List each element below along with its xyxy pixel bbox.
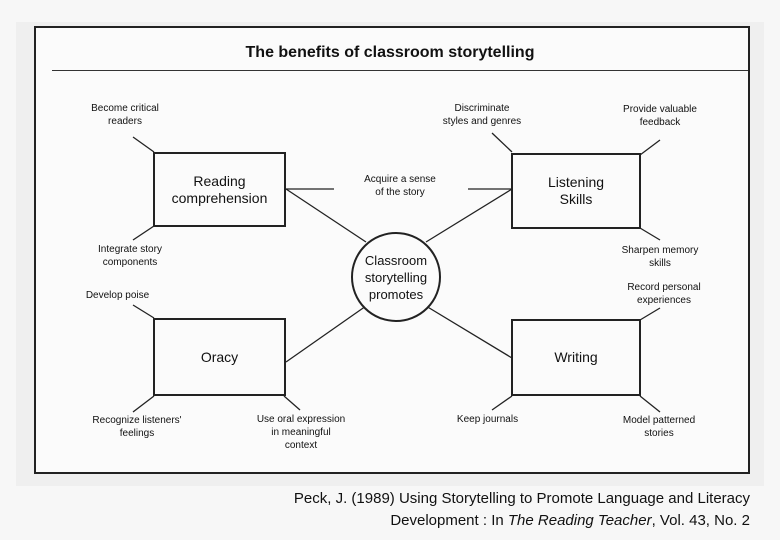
label-discriminate: Discriminate styles and genres — [442, 103, 522, 127]
connector-recognize-listeners — [132, 395, 155, 413]
citation-suffix: , Vol. 43, No. 2 — [651, 512, 750, 529]
citation-caption: Peck, J. (1989) Using Storytelling to Pr… — [294, 488, 750, 532]
connector-discriminate — [491, 132, 513, 153]
box-oracy: Oracy — [153, 318, 286, 396]
citation-line-1: Peck, J. (1989) Using Storytelling to Pr… — [293, 490, 750, 507]
connector-writing-center — [425, 305, 513, 359]
box-reading-label: Reading comprehension — [171, 172, 268, 206]
label-recognize-listeners: Recognize listeners' feelings — [92, 415, 182, 439]
label-sharpen-memory: Sharpen memory skills — [621, 245, 699, 269]
label-critical-readers: Become critical readers — [91, 103, 159, 127]
box-listening-label: Listening Skills — [547, 174, 605, 207]
connector-model-stories — [639, 395, 661, 413]
citation-prefix: Development : In — [390, 512, 508, 529]
connector-integrate-story — [132, 225, 155, 241]
label-oral-expression: Use oral expression in meaningful contex… — [256, 414, 346, 451]
label-acquire-sense: Acquire a sense of the story — [364, 174, 436, 198]
connector-feedback — [639, 139, 661, 156]
connector-record-personal — [639, 307, 661, 321]
label-model-stories: Model patterned stories — [622, 415, 696, 439]
center-circle: Classroom storytelling promotes — [351, 232, 441, 322]
label-provide-feedback: Provide valuable feedback — [623, 104, 697, 128]
connector-oracy-center — [285, 305, 367, 363]
citation-journal: The Reading Teacher — [507, 512, 652, 529]
box-oracy-label: Oracy — [200, 348, 239, 365]
label-develop-poise: Develop poise — [85, 290, 150, 301]
citation-line-2: Development : In The Reading Teacher, Vo… — [294, 510, 750, 532]
box-reading-comprehension: Reading comprehension — [153, 152, 286, 227]
box-writing: Writing — [511, 319, 641, 396]
box-listening-skills: Listening Skills — [511, 153, 641, 229]
connector-sharpen-memory — [639, 227, 661, 241]
diagram-title: The benefits of classroom storytelling — [245, 44, 535, 61]
connector-oral-expression — [283, 395, 301, 411]
label-keep-journals: Keep journals — [456, 414, 519, 425]
label-integrate-story: Integrate story components — [98, 244, 162, 268]
connector-critical-readers — [132, 136, 155, 153]
title-underline — [52, 70, 748, 71]
label-record-personal: Record personal experiences — [627, 282, 701, 306]
connector-listening-center — [425, 188, 513, 243]
center-label: Classroom storytelling promotes — [364, 252, 428, 302]
box-writing-label: Writing — [554, 349, 598, 365]
connector-reading-center — [285, 188, 367, 243]
connector-develop-poise — [132, 304, 155, 319]
connector-keep-journals — [491, 395, 513, 411]
